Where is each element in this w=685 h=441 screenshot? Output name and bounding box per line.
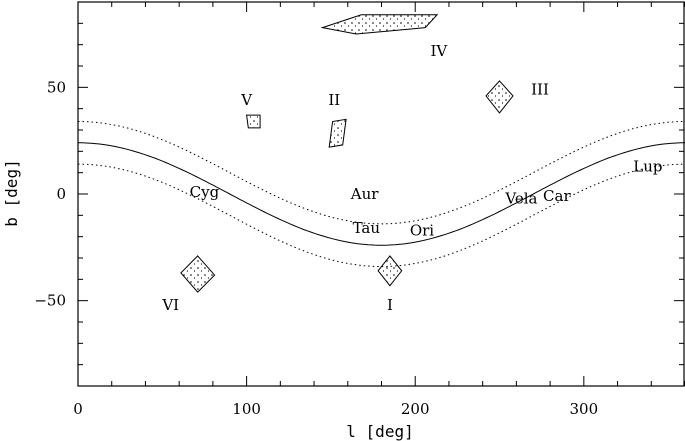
axes-group: 0 100 200 300 −50 0 50 bbox=[34, 2, 685, 418]
constellation-label: Cyg bbox=[190, 183, 220, 201]
y-tick-label: 50 bbox=[47, 78, 66, 96]
region-polygon bbox=[328, 118, 347, 148]
constellation-label: Vela bbox=[504, 189, 537, 207]
region-polygon bbox=[180, 255, 216, 293]
galactic-plane-curve bbox=[78, 142, 685, 246]
region-label: I bbox=[387, 296, 393, 314]
x-tick-label: 100 bbox=[232, 400, 261, 418]
constellation-label: Aur bbox=[350, 185, 379, 203]
x-tick-label: 200 bbox=[401, 400, 430, 418]
region-polygon bbox=[246, 114, 261, 129]
region-label: V bbox=[240, 91, 253, 109]
y-tick-label: −50 bbox=[34, 292, 66, 310]
dotted-boundary-curve bbox=[77, 163, 685, 267]
x-tick-label: 300 bbox=[570, 400, 599, 418]
dotted-boundary-curve bbox=[78, 121, 685, 225]
region-label: VI bbox=[161, 296, 179, 314]
constellation-label: Lup bbox=[633, 157, 662, 175]
region-label: II bbox=[328, 91, 340, 109]
y-tick-label: 0 bbox=[56, 185, 66, 203]
region-label: IV bbox=[430, 42, 448, 60]
plot-frame bbox=[77, 1, 685, 387]
curves-group bbox=[77, 121, 685, 267]
x-axis-label: l [deg] bbox=[346, 422, 413, 441]
region-label: III bbox=[531, 80, 549, 98]
plot-border bbox=[77, 1, 685, 387]
constellation-label: Tau bbox=[353, 219, 381, 237]
region-polygon bbox=[320, 14, 439, 35]
constellation-label: Ori bbox=[410, 221, 434, 239]
y-axis-label: b [deg] bbox=[2, 159, 21, 226]
constellation-label: Car bbox=[543, 187, 571, 205]
x-tick-label: 0 bbox=[73, 400, 83, 418]
region-polygon bbox=[377, 255, 403, 287]
region-polygon bbox=[485, 80, 514, 114]
